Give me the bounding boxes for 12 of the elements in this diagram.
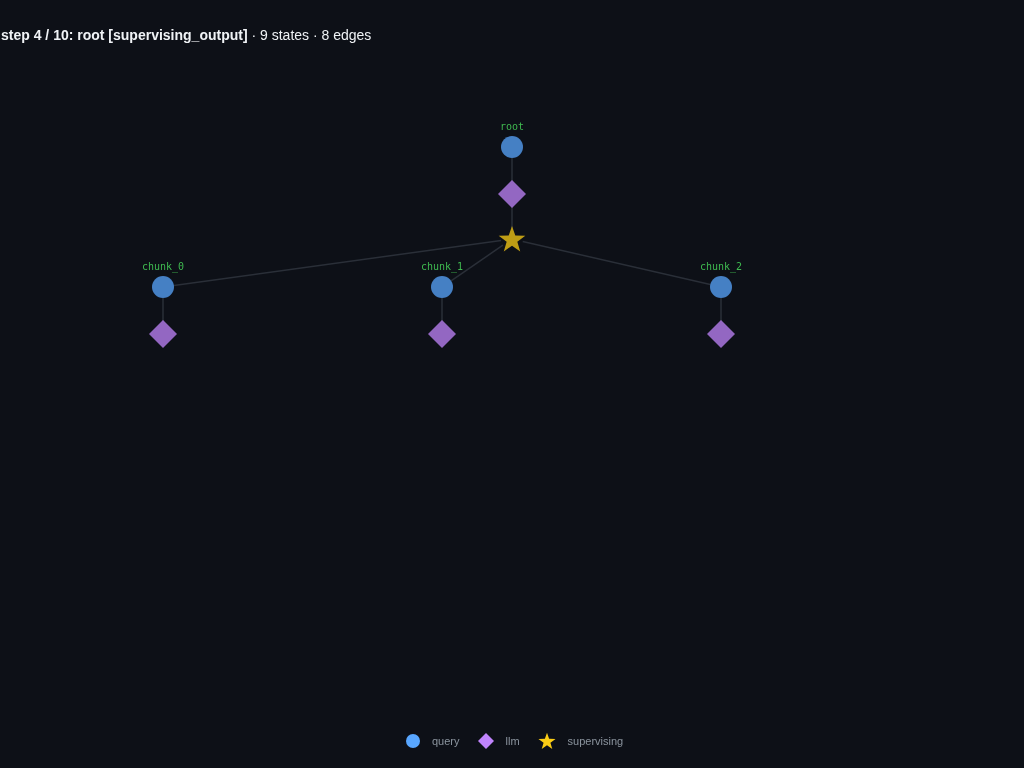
legend-label: query: [432, 734, 460, 748]
node-label: chunk_1: [420, 261, 464, 273]
connector-line: [450, 244, 504, 282]
node-label: chunk_2: [699, 261, 743, 273]
connector-line: [521, 240, 712, 286]
connector-line: [173, 239, 502, 287]
node-label: chunk_0: [141, 261, 185, 273]
title: step 4 / 10: root [supervising_output] · 9 states · 8 edges: [1, 26, 372, 45]
legend-label: llm: [505, 734, 520, 748]
legend-label: supervising: [567, 734, 624, 748]
node-label: root: [499, 121, 525, 133]
connector-line: [511, 206, 513, 229]
